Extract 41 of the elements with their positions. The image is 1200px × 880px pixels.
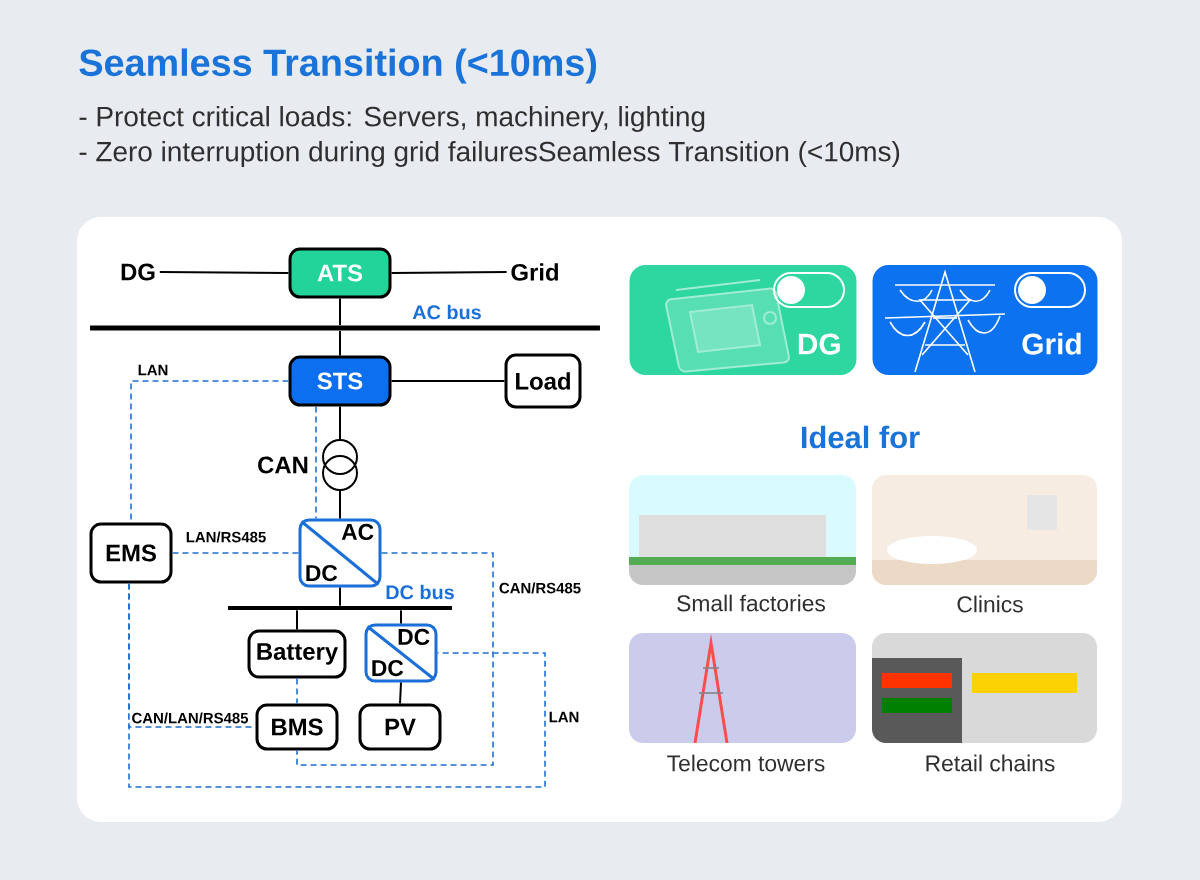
photo-caption: Clinics [957, 595, 1023, 613]
component-box: PV [358, 703, 442, 751]
connector [339, 489, 341, 520]
subtitle: - Zero interruption during grid failuresSeamless Transition (<10ms) [79, 141, 900, 167]
converter-box: DC DC [364, 623, 438, 683]
photo-caption: Retail chains [926, 754, 1055, 772]
edge-label: LAN [135, 363, 171, 377]
bus-label: DC bus [386, 584, 454, 600]
component-box: EMS [89, 522, 173, 584]
component-box: Load [504, 353, 582, 409]
edge-label: LAN [546, 710, 582, 724]
connector [296, 552, 494, 766]
component-box: BMS [255, 703, 339, 751]
connector [339, 297, 341, 327]
connector [399, 681, 402, 705]
photo-caption: Small factories [677, 594, 826, 612]
bus-label: AC bus [412, 304, 481, 320]
connector [400, 609, 402, 625]
connector [296, 677, 298, 705]
title: Seamless Transition (<10ms) [79, 48, 597, 84]
connector [315, 405, 317, 520]
connector [390, 271, 508, 274]
photo-caption: Telecom towers [667, 754, 825, 772]
connector [339, 586, 341, 607]
edge-label: CAN [255, 454, 311, 476]
connector [390, 380, 506, 382]
connector [339, 405, 341, 441]
connector [128, 582, 546, 788]
diagram-label: DG [121, 263, 155, 281]
connector [171, 552, 300, 554]
heading: Ideal for [801, 425, 920, 449]
diagram-label: Grid [511, 263, 558, 281]
switch-box: STS [288, 355, 392, 407]
connector [158, 271, 290, 274]
subtitle: - Protect critical loads: Servers, machinery, lighting [79, 105, 705, 132]
connector [339, 329, 341, 357]
component-box: Battery [247, 629, 347, 679]
connector [296, 609, 298, 631]
switch-box: ATS [288, 247, 392, 299]
transformer-symbol [322, 439, 358, 491]
converter-box: AC DC [298, 518, 382, 588]
